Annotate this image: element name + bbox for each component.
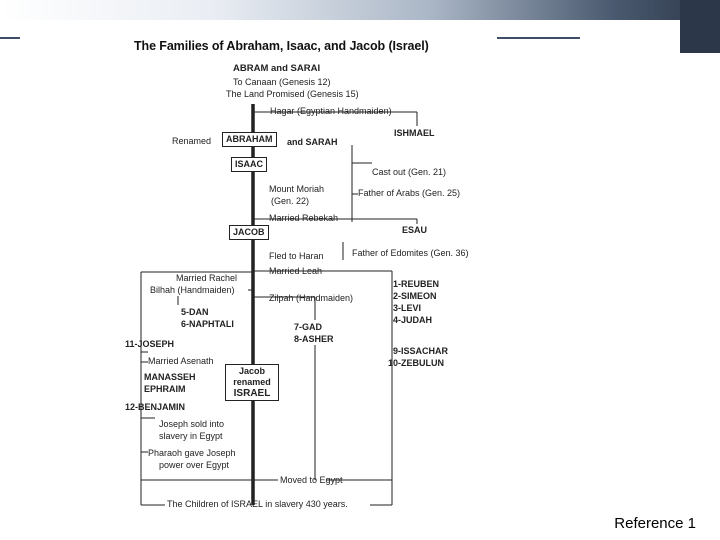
jacob-renamed-israel-box: Jacob renamed ISRAEL bbox=[225, 364, 279, 401]
mount-moriah-label: Mount Moriah bbox=[269, 184, 325, 194]
leah-son-2: 2-SIMEON bbox=[393, 291, 437, 301]
married-leah-label: Married Leah bbox=[269, 266, 323, 276]
isaac-box: ISAAC bbox=[231, 157, 268, 172]
ishmael-label: ISHMAEL bbox=[394, 128, 435, 138]
gen-22-label: (Gen. 22) bbox=[271, 196, 310, 206]
moved-to-egypt-label: Moved to Egypt bbox=[280, 475, 343, 485]
slide-corner-block bbox=[680, 0, 720, 53]
title-accent-line-right bbox=[497, 37, 580, 39]
leah-son-1: 1-REUBEN bbox=[393, 279, 440, 289]
jacob-renamed-line-2: renamed bbox=[233, 377, 271, 387]
zilpah-son-1: 7-GAD bbox=[294, 322, 323, 332]
to-canaan-label: To Canaan (Genesis 12) bbox=[233, 77, 331, 87]
joseph-sold-line-2: slavery in Egypt bbox=[159, 431, 223, 441]
and-sarah-label: and SARAH bbox=[287, 137, 338, 147]
fled-to-haran-label: Fled to Haran bbox=[269, 251, 324, 261]
married-rachel-label: Married Rachel bbox=[176, 273, 238, 283]
hagar-label: Hagar (Egyptian Handmaiden) bbox=[270, 106, 392, 116]
married-asenath-label: Married Asenath bbox=[148, 356, 214, 366]
diagram-title: The Families of Abraham, Isaac, and Jaco… bbox=[134, 39, 429, 53]
father-of-arabs-label: Father of Arabs (Gen. 25) bbox=[358, 188, 461, 198]
joseph-sold-line-1: Joseph sold into bbox=[159, 419, 225, 429]
joseph-label: 11-JOSEPH bbox=[125, 339, 175, 349]
ephraim-label: EPHRAIM bbox=[144, 384, 186, 394]
reference-label: Reference 1 bbox=[614, 515, 696, 532]
abraham-box: ABRAHAM bbox=[222, 132, 277, 147]
leah-son-4: 4-JUDAH bbox=[393, 315, 433, 325]
father-of-edomites-label: Father of Edomites (Gen. 36) bbox=[352, 248, 469, 258]
jacob-box: JACOB bbox=[229, 225, 269, 240]
benjamin-label: 12-BENJAMIN bbox=[125, 402, 186, 412]
renamed-label: Renamed bbox=[172, 136, 212, 146]
married-rebekah-label: Married Rebekah bbox=[269, 213, 339, 223]
bilhah-son-2: 6-NAPHTALI bbox=[181, 319, 234, 329]
zilpah-label: Zilpah (Handmaiden) bbox=[269, 293, 354, 303]
land-promised-label: The Land Promised (Genesis 15) bbox=[226, 89, 359, 99]
jacob-renamed-line-3: ISRAEL bbox=[233, 388, 271, 399]
later-leah-son-2: 10-ZEBULUN bbox=[388, 358, 445, 368]
slide-top-bar bbox=[0, 0, 720, 20]
jacob-renamed-line-1: Jacob bbox=[238, 366, 265, 376]
bilhah-label: Bilhah (Handmaiden) bbox=[150, 285, 235, 295]
children-slavery-label: The Children of ISRAEL in slavery 430 ye… bbox=[167, 499, 348, 509]
manasseh-label: MANASSEH bbox=[144, 372, 196, 382]
title-accent-line-left bbox=[0, 37, 20, 39]
zilpah-son-2: 8-ASHER bbox=[294, 334, 334, 344]
later-leah-son-1: 9-ISSACHAR bbox=[393, 346, 449, 356]
esau-label: ESAU bbox=[402, 225, 428, 235]
bilhah-son-1: 5-DAN bbox=[181, 307, 209, 317]
leah-son-3: 3-LEVI bbox=[393, 303, 422, 313]
cast-out-label: Cast out (Gen. 21) bbox=[372, 167, 447, 177]
pharaoh-line-2: power over Egypt bbox=[159, 460, 230, 470]
pharaoh-line-1: Pharaoh gave Joseph bbox=[148, 448, 236, 458]
abram-sarai-label: ABRAM and SARAI bbox=[233, 63, 321, 74]
